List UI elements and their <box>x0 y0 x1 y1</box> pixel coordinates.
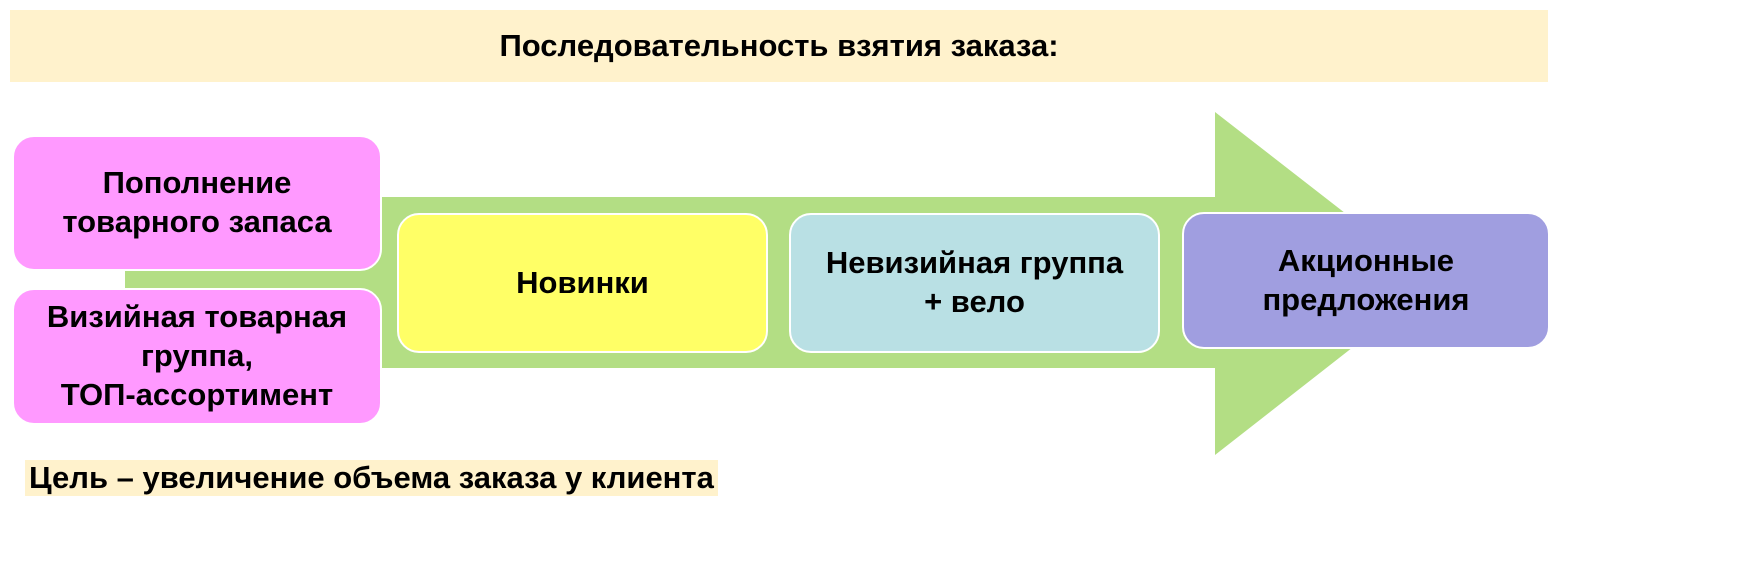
title-banner: Последовательность взятия заказа: <box>10 10 1548 82</box>
step-label: Пополнение товарного запаса <box>62 165 332 239</box>
step-invisible-group: Невизийная группа + вело <box>789 213 1160 353</box>
step-new-products: Новинки <box>397 213 768 353</box>
step-label: Визийная товарная группа, ТОП-ассортимен… <box>46 299 348 412</box>
step-restock: Пополнение товарного запаса <box>12 135 382 271</box>
step-visible-group: Визийная товарная группа, ТОП-ассортимен… <box>12 288 382 425</box>
diagram-title: Последовательность взятия заказа: <box>499 28 1059 63</box>
step-label: Акционные предложения <box>1262 242 1470 317</box>
step-label: Новинки <box>516 264 649 300</box>
step-promotions: Акционные предложения <box>1182 212 1550 349</box>
step-label: Невизийная группа + вело <box>825 245 1124 319</box>
goal-text: Цель – увеличение объема заказа у клиент… <box>25 460 718 496</box>
arrow-shape <box>125 112 1435 455</box>
